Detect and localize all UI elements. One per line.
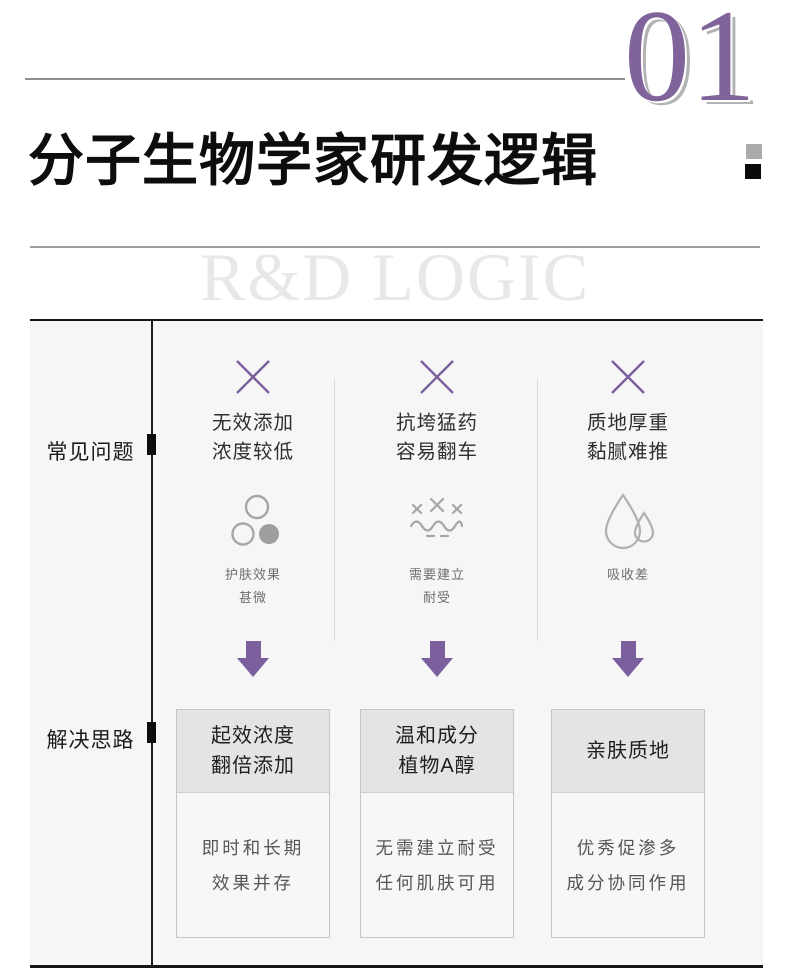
problem-text: 质地厚重 黏腻难推 [586, 412, 669, 463]
divider-rule [30, 246, 760, 248]
cross-icon [236, 360, 270, 394]
row-tick [147, 722, 156, 743]
cross-icon [420, 360, 454, 394]
problem-column-2: 抗垮猛药 容易翻车 需要建立 耐受 温和成分 植物A醇 无需建立耐受 任何肌肤可… [347, 321, 527, 970]
solution-title: 温和成分 植物A醇 [361, 710, 513, 793]
row-label-problems: 常见问题 [46, 441, 135, 464]
problem-column-3: 质地厚重 黏腻难推 吸收差 亲肤质地 优秀促渗多 成分协同作用 [538, 321, 718, 970]
watermark-text: R&D LOGIC [199, 239, 591, 315]
problem-column-1: 无效添加 浓度较低 护肤效果 甚微 起效浓度 翻倍添加 即时和长期 效果并存 [163, 321, 343, 970]
header-rule [25, 78, 625, 80]
column-divider [334, 379, 335, 641]
solution-desc: 优秀促渗多 成分协同作用 [566, 838, 690, 893]
row-tick [147, 434, 156, 455]
solution-box: 亲肤质地 优秀促渗多 成分协同作用 [551, 709, 705, 938]
section-number: 01 [624, 0, 756, 129]
row-label-solutions: 解决思路 [46, 729, 135, 752]
solution-title: 亲肤质地 [552, 710, 704, 793]
bubbles-icon [231, 494, 279, 546]
down-arrow-icon [237, 641, 269, 677]
solution-title: 起效浓度 翻倍添加 [177, 710, 329, 793]
problem-caption: 护肤效果 甚微 [224, 567, 281, 605]
down-arrow-icon [612, 641, 644, 677]
gray-square-decoration [746, 144, 762, 159]
page-title: 分子生物学家研发逻辑 [28, 129, 598, 192]
solution-desc: 无需建立耐受 任何肌肤可用 [375, 838, 499, 893]
problem-caption: 需要建立 耐受 [408, 567, 465, 605]
problem-text: 抗垮猛药 容易翻车 [395, 412, 478, 463]
droplets-icon [604, 493, 655, 550]
solution-box: 温和成分 植物A醇 无需建立耐受 任何肌肤可用 [360, 709, 514, 938]
problem-caption: 吸收差 [606, 567, 649, 582]
logic-panel: 常见问题 解决思路 无效添加 浓度较低 护肤效果 甚微 起效浓度 翻倍添加 即时… [30, 319, 763, 968]
solution-desc: 即时和长期 效果并存 [201, 838, 305, 893]
panel-vertical-line [151, 321, 153, 965]
black-square-decoration [745, 164, 761, 179]
cross-icon [611, 360, 645, 394]
problem-text: 无效添加 浓度较低 [211, 412, 294, 463]
down-arrow-icon [421, 641, 453, 677]
column-divider [537, 379, 538, 641]
irritation-icon [409, 497, 464, 538]
solution-box: 起效浓度 翻倍添加 即时和长期 效果并存 [176, 709, 330, 938]
